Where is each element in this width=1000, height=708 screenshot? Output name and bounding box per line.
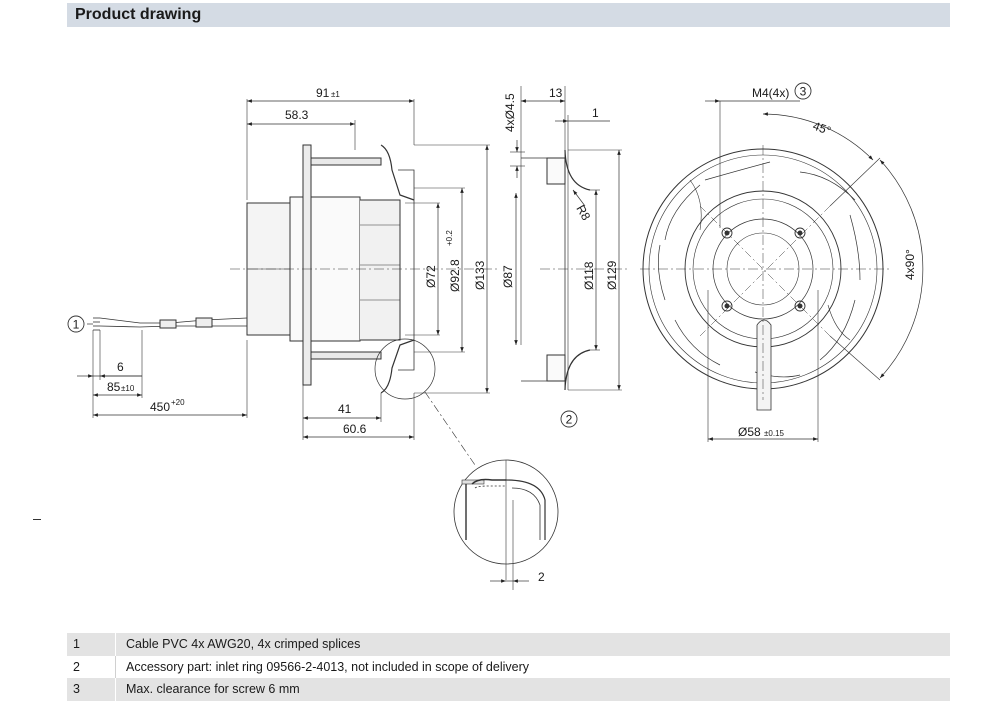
legend-row: 2 Accessory part: inlet ring 09566-2-401… [67,655,950,678]
technical-drawing: 1 91 ±1 58.3 6 85 ±10 450 +20 41 60.6 Ø7… [67,82,924,590]
svg-text:Ø92.8: Ø92.8 [448,259,462,292]
svg-text:±1: ±1 [331,90,340,99]
svg-text:3: 3 [800,85,807,99]
callout-1-marker: 1 [67,315,85,333]
svg-text:6: 6 [117,360,124,374]
legend-row: 3 Max. clearance for screw 6 mm [67,678,950,701]
callout-3-marker: 3 [794,82,812,100]
svg-text:R8: R8 [573,203,593,224]
svg-text:1: 1 [73,318,80,332]
svg-text:±0.15: ±0.15 [764,429,785,438]
svg-text:±10: ±10 [121,384,135,393]
legend-number: 1 [73,637,80,651]
svg-text:Ø58: Ø58 [738,425,761,439]
detail-view [453,459,559,590]
svg-text:58.3: 58.3 [285,108,309,122]
section-header: Product drawing [67,3,950,27]
margin-mark [33,519,41,520]
ring-view-dimension-labels: 4xØ4.5 13 1 R8 Ø87 Ø118 Ø129 [501,86,619,290]
svg-text:Ø118: Ø118 [582,261,596,290]
legend-number: 3 [73,682,80,696]
svg-text:41: 41 [338,402,352,416]
svg-text:45°: 45° [811,119,833,138]
svg-text:60.6: 60.6 [343,422,367,436]
svg-text:1: 1 [592,106,599,120]
side-view-dimension-labels: 91 ±1 58.3 6 85 ±10 450 +20 41 60.6 Ø72 … [107,86,487,436]
svg-text:450: 450 [150,400,170,414]
svg-text:Ø129: Ø129 [605,260,619,290]
side-view [77,99,500,466]
ring-view [510,86,630,391]
legend-text: Max. clearance for screw 6 mm [126,682,300,696]
svg-text:Ø133: Ø133 [473,260,487,290]
section-title: Product drawing [75,6,202,23]
svg-text:+0.2: +0.2 [445,230,454,246]
callout-2-marker: 2 [560,410,578,428]
detail-dimension-label: 2 [538,570,545,584]
legend-table: 1 Cable PVC 4x AWG20, 4x crimped splices… [67,633,950,701]
svg-text:4xØ4.5: 4xØ4.5 [503,93,517,132]
svg-text:Ø87: Ø87 [501,265,515,288]
svg-text:+20: +20 [171,398,185,407]
svg-text:85: 85 [107,380,121,394]
legend-text: Accessory part: inlet ring 09566-2-4013,… [126,659,530,674]
front-view-dimension-labels: M4(4x) 45° 4x90° Ø58 ±0.15 [738,86,917,439]
legend-row: 1 Cable PVC 4x AWG20, 4x crimped splices [67,633,950,656]
svg-text:2: 2 [538,570,545,584]
svg-text:M4(4x): M4(4x) [752,86,789,100]
legend-number: 2 [73,659,80,674]
svg-text:13: 13 [549,86,563,100]
svg-text:Ø72: Ø72 [424,265,438,288]
svg-text:91: 91 [316,86,330,100]
legend-text: Cable PVC 4x AWG20, 4x crimped splices [126,637,361,651]
front-view [640,99,924,442]
svg-text:2: 2 [566,413,573,427]
svg-text:4x90°: 4x90° [903,249,917,280]
